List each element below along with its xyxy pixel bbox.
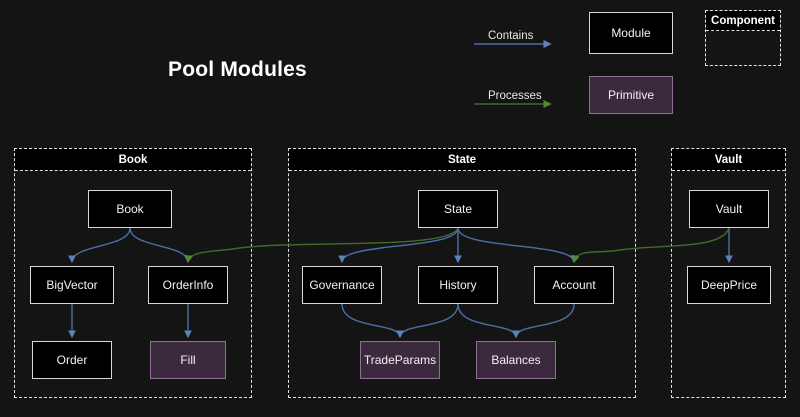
node-label-history: History (439, 278, 477, 292)
component-group-vault: Vault (671, 148, 786, 398)
component-group-state: State (288, 148, 636, 398)
node-label-order: Order (56, 353, 88, 367)
node-account[interactable]: Account (534, 266, 614, 304)
node-deepprice[interactable]: DeepPrice (687, 266, 771, 304)
node-balances[interactable]: Balances (476, 341, 556, 379)
node-fill[interactable]: Fill (150, 341, 226, 379)
node-book_mod[interactable]: Book (88, 190, 172, 228)
legend-primitive-label: Primitive (607, 88, 654, 102)
node-governance[interactable]: Governance (302, 266, 382, 304)
component-title-state: State (289, 149, 635, 171)
node-label-balances: Balances (491, 353, 541, 367)
node-label-orderinfo: OrderInfo (162, 278, 214, 292)
node-vault_mod[interactable]: Vault (689, 190, 769, 228)
node-history[interactable]: History (418, 266, 498, 304)
node-orderinfo[interactable]: OrderInfo (148, 266, 228, 304)
node-label-bigvector: BigVector (46, 278, 98, 292)
legend-contains-label: Contains (488, 30, 534, 42)
node-label-vault_mod: Vault (715, 202, 743, 216)
component-title-book: Book (15, 149, 251, 171)
node-tradeparams[interactable]: TradeParams (360, 341, 440, 379)
node-label-fill: Fill (180, 353, 196, 367)
node-label-state_mod: State (443, 202, 473, 216)
legend-processes-arrow-icon (474, 99, 552, 109)
page-title: Pool Modules (168, 58, 307, 81)
legend-module-swatch: Module (589, 12, 673, 54)
node-bigvector[interactable]: BigVector (30, 266, 114, 304)
component-group-book: Book (14, 148, 252, 398)
legend-contains-arrow-icon (474, 39, 552, 49)
legend-component-swatch: Component (705, 10, 781, 66)
node-label-deepprice: DeepPrice (700, 278, 758, 292)
legend-component-label: Component (706, 11, 780, 31)
node-label-governance: Governance (309, 278, 375, 292)
node-label-account: Account (552, 278, 596, 292)
node-label-tradeparams: TradeParams (363, 353, 437, 367)
legend-primitive-swatch: Primitive (589, 76, 673, 114)
legend-module-label: Module (611, 26, 651, 40)
node-order[interactable]: Order (32, 341, 112, 379)
legend-processes-label: Processes (488, 90, 542, 102)
node-label-book_mod: Book (116, 202, 144, 216)
node-state_mod[interactable]: State (418, 190, 498, 228)
component-title-vault: Vault (672, 149, 785, 171)
